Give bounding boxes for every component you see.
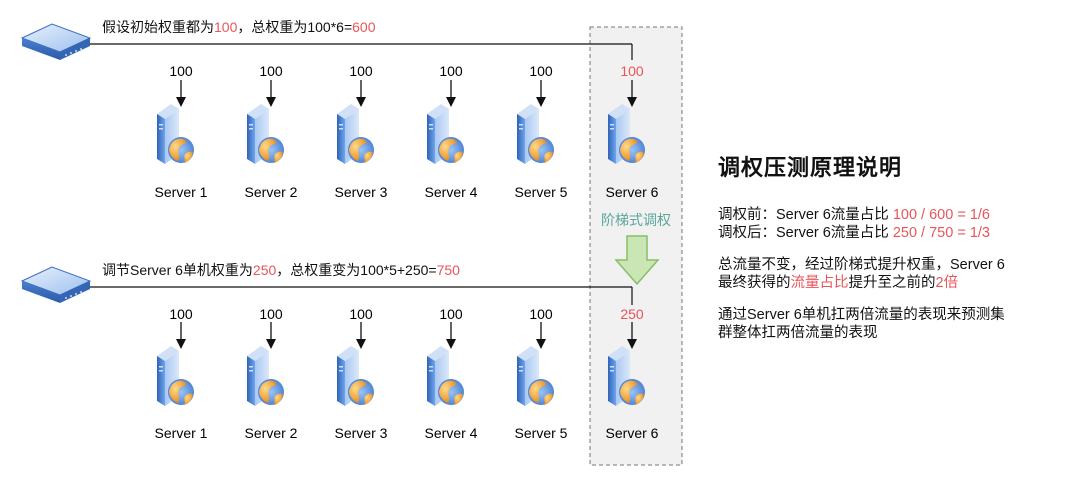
panel-title: 调权压测原理说明 xyxy=(718,156,903,181)
server-icon xyxy=(427,346,464,406)
bottom-server-3-label: Server 3 xyxy=(335,425,388,441)
top-server-2-label: Server 2 xyxy=(245,184,298,200)
bottom-weight-2: 100 xyxy=(259,306,283,322)
router-icon-top xyxy=(20,23,92,60)
bottom-server-1-label: Server 1 xyxy=(155,425,208,441)
transition-label: 阶梯式调权 xyxy=(601,212,671,228)
top-server-4-label: Server 4 xyxy=(425,184,478,200)
bottom-weight-5: 100 xyxy=(529,306,553,322)
server-icon xyxy=(337,346,374,406)
bottom-caption: 调节Server 6单机权重为250，总权重变为100*5+250=750 xyxy=(102,262,460,278)
router-icon-bottom xyxy=(20,266,92,303)
bottom-server-5-label: Server 5 xyxy=(515,425,568,441)
ratio-before: 调权前：Server 6流量占比 100 / 600 = 1/6 xyxy=(718,207,990,223)
bottom-server-6-label: Server 6 xyxy=(606,425,659,441)
bottom-weight-6: 250 xyxy=(620,306,644,322)
prediction-paragraph: 通过Server 6单机扛两倍流量的表现来预测集群整体扛两倍流量的表现 xyxy=(718,307,1005,341)
top-weight-5: 100 xyxy=(529,63,553,79)
bottom-server-4-label: Server 4 xyxy=(425,425,478,441)
top-server-6-label: Server 6 xyxy=(606,184,659,200)
down-arrow-icon xyxy=(614,235,660,286)
server-icon xyxy=(247,104,284,164)
top-caption: 假设初始权重都为100，总权重为100*6=600 xyxy=(102,19,376,35)
bottom-weight-4: 100 xyxy=(439,306,463,322)
top-weight-6: 100 xyxy=(620,63,644,79)
server-icon xyxy=(157,104,194,164)
top-weight-1: 100 xyxy=(169,63,193,79)
ratio-after: 调权后：Server 6流量占比 250 / 750 = 1/3 xyxy=(718,225,990,241)
explanation-panel: 调权压测原理说明 调权前：Server 6流量占比 100 / 600 = 1/… xyxy=(718,150,1068,342)
top-server-5-label: Server 5 xyxy=(515,184,568,200)
server-icon xyxy=(337,104,374,164)
server-icon xyxy=(157,346,194,406)
bottom-arrows xyxy=(176,322,637,349)
server-icon xyxy=(517,104,554,164)
server-icon xyxy=(427,104,464,164)
top-weight-2: 100 xyxy=(259,63,283,79)
bottom-server-2-label: Server 2 xyxy=(245,425,298,441)
top-weight-4: 100 xyxy=(439,63,463,79)
top-weight-3: 100 xyxy=(349,63,373,79)
top-arrows xyxy=(176,80,637,107)
top-server-1-label: Server 1 xyxy=(155,184,208,200)
bottom-weight-3: 100 xyxy=(349,306,373,322)
top-server-3-label: Server 3 xyxy=(335,184,388,200)
bottom-weight-1: 100 xyxy=(169,306,193,322)
server-icon xyxy=(247,346,284,406)
server-icon xyxy=(517,346,554,406)
